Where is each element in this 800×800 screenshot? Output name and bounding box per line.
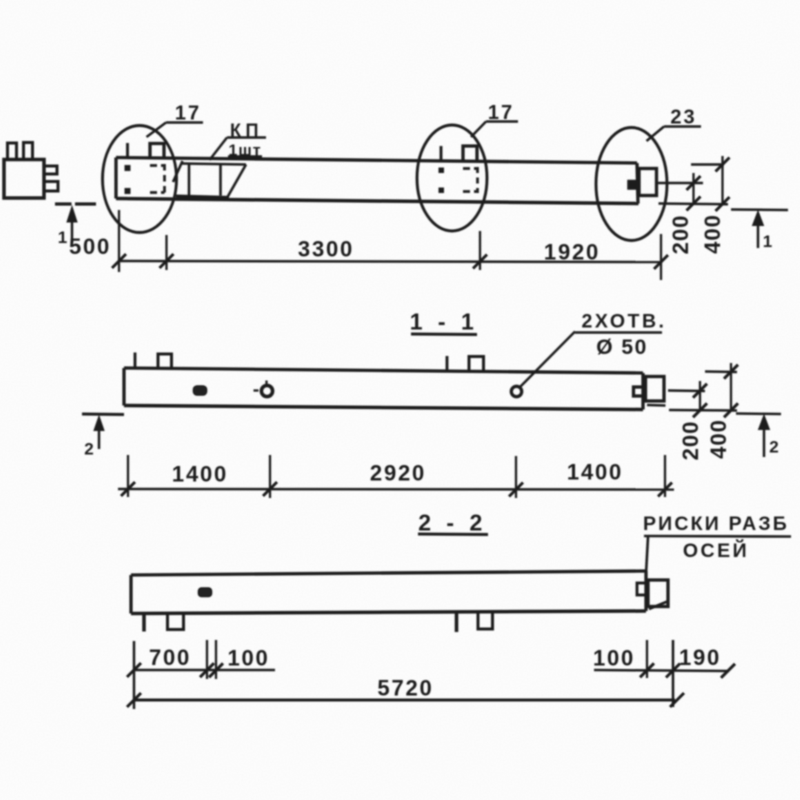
svg-text:700: 700 — [149, 645, 191, 670]
svg-text:Ø 50: Ø 50 — [596, 336, 648, 359]
svg-text:ОСЕЙ: ОСЕЙ — [683, 538, 749, 562]
svg-text:1: 1 — [58, 228, 67, 247]
svg-text:2920: 2920 — [370, 461, 426, 486]
svg-text:КП: КП — [230, 121, 263, 141]
svg-text:1920: 1920 — [544, 240, 600, 265]
svg-text:1 - 1: 1 - 1 — [410, 309, 479, 335]
svg-text:200: 200 — [668, 215, 693, 255]
svg-text:190: 190 — [679, 645, 721, 670]
svg-text:2: 2 — [84, 440, 93, 459]
svg-text:400: 400 — [706, 419, 731, 459]
svg-text:400: 400 — [700, 214, 725, 254]
svg-text:500: 500 — [69, 234, 111, 259]
svg-text:17: 17 — [488, 102, 514, 124]
svg-text:23: 23 — [670, 107, 696, 129]
svg-text:200: 200 — [678, 421, 703, 461]
svg-text:100: 100 — [593, 646, 635, 671]
svg-text:1400: 1400 — [567, 460, 623, 485]
svg-text:100: 100 — [227, 646, 269, 671]
svg-text:2: 2 — [769, 438, 778, 457]
svg-text:РИСКИ РАЗБ: РИСКИ РАЗБ — [643, 513, 789, 535]
svg-text:5720: 5720 — [377, 676, 433, 701]
svg-text:1400: 1400 — [172, 462, 228, 487]
svg-text:17: 17 — [175, 103, 201, 125]
svg-text:2ХОТВ.: 2ХОТВ. — [582, 311, 667, 333]
svg-text:3300: 3300 — [298, 237, 354, 262]
svg-text:1: 1 — [763, 232, 772, 251]
svg-text:2 - 2: 2 - 2 — [418, 510, 487, 536]
